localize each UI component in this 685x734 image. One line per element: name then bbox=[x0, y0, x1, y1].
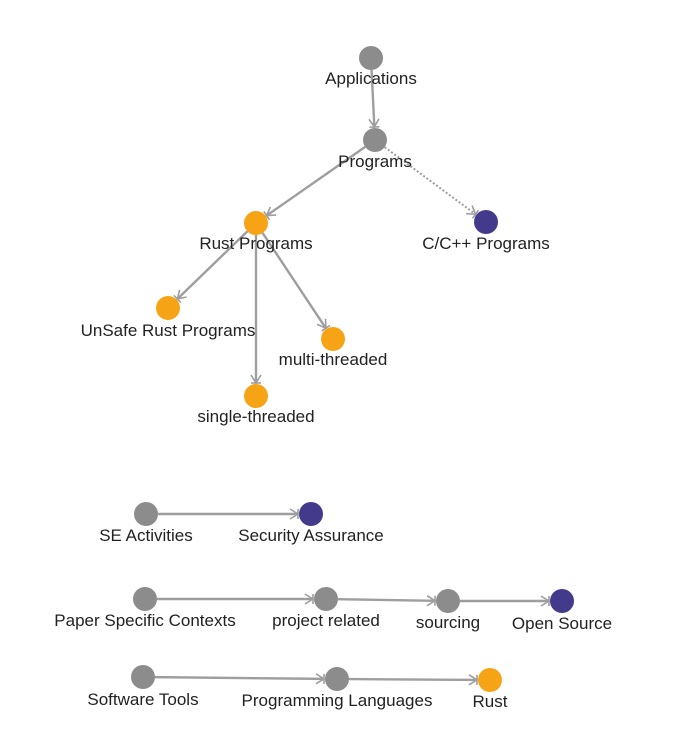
node-programs[interactable]: Programs bbox=[338, 128, 412, 171]
edge-line bbox=[384, 146, 477, 216]
node-label: Rust bbox=[473, 692, 508, 711]
node-label: Security Assurance bbox=[238, 526, 384, 545]
node-label: project related bbox=[272, 611, 380, 630]
edge-line bbox=[265, 145, 366, 217]
edge-line bbox=[176, 230, 249, 300]
edge-applications-to-programs bbox=[368, 69, 380, 129]
edge-rust-programs-to-unsafe-rust-programs bbox=[173, 230, 249, 304]
node-unsafe-rust-programs[interactable]: UnSafe Rust Programs bbox=[81, 296, 256, 340]
node-rust[interactable]: Rust bbox=[473, 668, 508, 711]
node-rust-programs[interactable]: Rust Programs bbox=[199, 211, 313, 253]
node-label: Applications bbox=[325, 69, 417, 88]
node-c-cpp-programs[interactable]: C/C++ Programs bbox=[422, 210, 550, 253]
node-software-tools[interactable]: Software Tools bbox=[87, 665, 199, 709]
edge-line bbox=[154, 675, 325, 681]
edge-line bbox=[337, 597, 436, 602]
node-circle[interactable] bbox=[359, 46, 383, 70]
node-single-threaded[interactable]: single-threaded bbox=[197, 384, 315, 426]
node-label: Paper Specific Contexts bbox=[54, 611, 235, 630]
node-multi-threaded[interactable]: multi-threaded bbox=[279, 327, 388, 369]
node-circle[interactable] bbox=[131, 665, 155, 689]
node-sourcing[interactable]: sourcing bbox=[416, 589, 480, 632]
edge-programs-to-rust-programs bbox=[263, 145, 366, 221]
node-programming-languages[interactable]: Programming Languages bbox=[242, 667, 433, 710]
edge-rust-programs-to-multi-threaded bbox=[261, 232, 331, 332]
node-label: multi-threaded bbox=[279, 350, 388, 369]
node-circle[interactable] bbox=[134, 502, 158, 526]
node-circle[interactable] bbox=[314, 587, 338, 611]
node-circle[interactable] bbox=[474, 210, 498, 234]
edge-project-related-to-sourcing bbox=[337, 594, 437, 607]
node-label: C/C++ Programs bbox=[422, 234, 550, 253]
node-label: Programs bbox=[338, 152, 412, 171]
node-label: UnSafe Rust Programs bbox=[81, 321, 256, 340]
node-project-related[interactable]: project related bbox=[272, 587, 380, 630]
node-circle[interactable] bbox=[478, 668, 502, 692]
edges-layer bbox=[154, 69, 551, 686]
edge-programming-languages-to-rust bbox=[348, 674, 479, 686]
edge-line bbox=[261, 232, 327, 329]
arrow-bar bbox=[173, 294, 182, 304]
node-label: Software Tools bbox=[87, 690, 198, 709]
node-circle[interactable] bbox=[299, 502, 323, 526]
node-circle[interactable] bbox=[436, 589, 460, 613]
node-circle[interactable] bbox=[363, 128, 387, 152]
edge-rust-programs-to-single-threaded bbox=[250, 235, 262, 385]
node-circle[interactable] bbox=[321, 327, 345, 351]
node-open-source[interactable]: Open Source bbox=[512, 589, 612, 633]
edge-programs-to-c-cpp-programs bbox=[384, 146, 480, 219]
node-circle[interactable] bbox=[325, 667, 349, 691]
node-security-assurance[interactable]: Security Assurance bbox=[238, 502, 384, 545]
arrowhead bbox=[466, 205, 477, 216]
edge-paper-specific-contexts-to-project-related bbox=[157, 593, 315, 605]
node-circle[interactable] bbox=[156, 296, 180, 320]
node-label: Programming Languages bbox=[242, 691, 433, 710]
node-circle[interactable] bbox=[550, 589, 574, 613]
node-label: single-threaded bbox=[197, 407, 314, 426]
arrow-bar bbox=[263, 211, 271, 221]
node-label: SE Activities bbox=[99, 526, 193, 545]
node-circle[interactable] bbox=[244, 211, 268, 235]
arrow-bar bbox=[471, 209, 480, 219]
edge-software-tools-to-programming-languages bbox=[154, 673, 326, 685]
node-paper-specific-contexts[interactable]: Paper Specific Contexts bbox=[54, 587, 236, 630]
edge-se-activities-to-security-assurance bbox=[158, 508, 300, 520]
node-circle[interactable] bbox=[244, 384, 268, 408]
edge-line bbox=[348, 677, 478, 682]
node-label: Open Source bbox=[512, 614, 612, 633]
node-applications[interactable]: Applications bbox=[325, 46, 417, 88]
node-circle[interactable] bbox=[133, 587, 157, 611]
edge-line bbox=[370, 69, 376, 128]
node-label: sourcing bbox=[416, 613, 480, 632]
arrow-bar bbox=[321, 324, 331, 332]
node-se-activities[interactable]: SE Activities bbox=[99, 502, 193, 545]
node-label: Rust Programs bbox=[199, 234, 312, 253]
edge-sourcing-to-open-source bbox=[460, 595, 551, 607]
